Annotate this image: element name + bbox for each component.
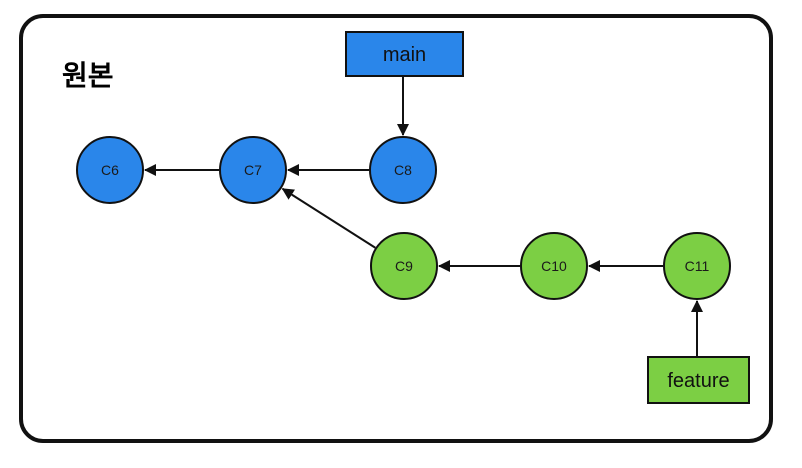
diagram-title: 원본 [62, 59, 114, 92]
commit-node-c6 [76, 136, 144, 204]
branch-pointer-arrows [397, 76, 703, 357]
commit-label-c7: C7 [244, 162, 262, 178]
commit-node-c9 [370, 232, 438, 300]
commit-label-c6: C6 [101, 162, 119, 178]
commit-c11: C11 [663, 232, 731, 300]
branch-box-main [345, 31, 464, 77]
branch-label-main: main [383, 44, 426, 66]
parent-links [144, 164, 663, 272]
commit-c9: C9 [370, 232, 438, 300]
diagram-frame [19, 14, 773, 443]
commit-label-c10: C10 [541, 258, 567, 274]
branch-main: main [345, 31, 464, 77]
parent-link-c9-to-c7 [281, 187, 376, 249]
commit-node-c8 [369, 136, 437, 204]
commit-c7: C7 [219, 136, 287, 204]
commit-label-c9: C9 [395, 258, 413, 274]
commit-label-c11: C11 [685, 258, 710, 274]
commit-node-c11 [663, 232, 731, 300]
commit-c6: C6 [76, 136, 144, 204]
commit-c8: C8 [369, 136, 437, 204]
commit-label-c8: C8 [394, 162, 412, 178]
commit-c10: C10 [520, 232, 588, 300]
branch-feature: feature [647, 356, 750, 404]
commit-node-c7 [219, 136, 287, 204]
branch-label-feature: feature [667, 370, 729, 392]
commit-node-c10 [520, 232, 588, 300]
branch-box-feature [647, 356, 750, 404]
